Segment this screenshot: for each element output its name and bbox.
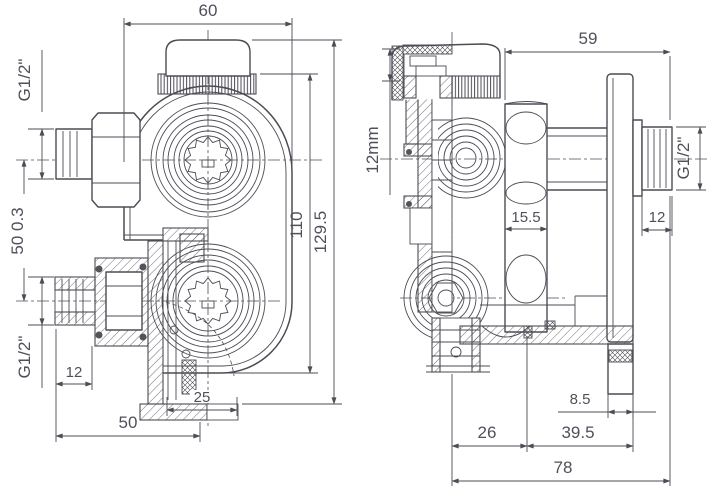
dim-outlet-offset-label: 25 [194, 389, 211, 406]
front-upper-cartridge [150, 102, 266, 218]
side-upper-valve [438, 117, 507, 199]
dim-inlet-spacing-label: 50 0.3 [8, 207, 27, 254]
dim-height-body-label: 110 [287, 211, 306, 238]
spline-profile-upper [184, 136, 232, 184]
side-cap [391, 43, 501, 101]
side-lower-valve [403, 255, 490, 373]
dim-depth-total-label: 78 [554, 458, 573, 477]
front-view: 60 110 129.5 G1/2" 50 0.3 [8, 1, 342, 442]
dim-outlet-offset-25: 25 [166, 389, 238, 416]
dim-thread-length-side-label: 12 [649, 209, 666, 226]
front-cap [157, 39, 257, 95]
dim-inlet-reach-50: 50 [55, 413, 201, 442]
dim-inlet-thread-bottom-label: G1/2" [15, 336, 34, 379]
dim-spout-width-label: 8.5 [570, 391, 591, 408]
dim-height-total-label: 129.5 [311, 211, 330, 254]
dim-depth-59: 59 [504, 29, 671, 120]
dim-height-110: 110 [228, 73, 318, 374]
side-bonnet [403, 97, 453, 313]
dim-inlet-spacing: 50 0.3 [8, 159, 33, 302]
dim-inlet-thread-top-label: G1/2" [15, 59, 34, 102]
dim-thread-length-side: 12 [641, 196, 673, 236]
dim-depth-total-78: 78 [451, 196, 671, 486]
side-wall-plate [606, 73, 634, 343]
front-inlet-top [55, 112, 141, 208]
front-body [123, 85, 293, 374]
dim-spout-width-8-5: 8.5 [558, 391, 656, 418]
dim-width-label: 60 [199, 1, 218, 20]
dim-outlet-thread-label: G1/2" [674, 137, 693, 180]
dim-offset-rear-label: 26 [478, 423, 497, 442]
spline-profile-lower [184, 277, 232, 325]
dim-height-129-5: 129.5 [242, 39, 342, 405]
dim-depth-label: 59 [579, 29, 598, 48]
dim-port-width-label: 15.5 [511, 209, 540, 226]
dim-thread-length-front: 12 [55, 329, 93, 442]
dim-thread-length-front-label: 12 [66, 364, 83, 381]
dim-inlet-thread-top: G1/2" [15, 50, 54, 180]
dim-inlet-thread-bottom: G1/2" [15, 276, 54, 388]
side-pipe [547, 127, 607, 191]
side-bottom [459, 295, 634, 395]
side-view: 59 12mm 15.5 12 G1/2" [363, 29, 710, 486]
dim-port-width-15-5: 15.5 [504, 209, 548, 232]
side-outlet-thread [632, 119, 673, 197]
front-inlet-bottom [54, 257, 149, 347]
dim-offset-front-label: 39.5 [561, 423, 594, 442]
dim-cap-height-12mm: 12mm [363, 48, 400, 195]
dim-inlet-reach-label: 50 [119, 413, 138, 432]
dim-offset-rear-26: 26 [451, 336, 528, 486]
dim-width-60: 60 [123, 1, 293, 166]
dim-cap-height-label: 12mm [363, 126, 382, 173]
dim-offset-front-39-5: 39.5 [526, 344, 634, 452]
dim-outlet-thread-side: G1/2" [674, 126, 706, 191]
